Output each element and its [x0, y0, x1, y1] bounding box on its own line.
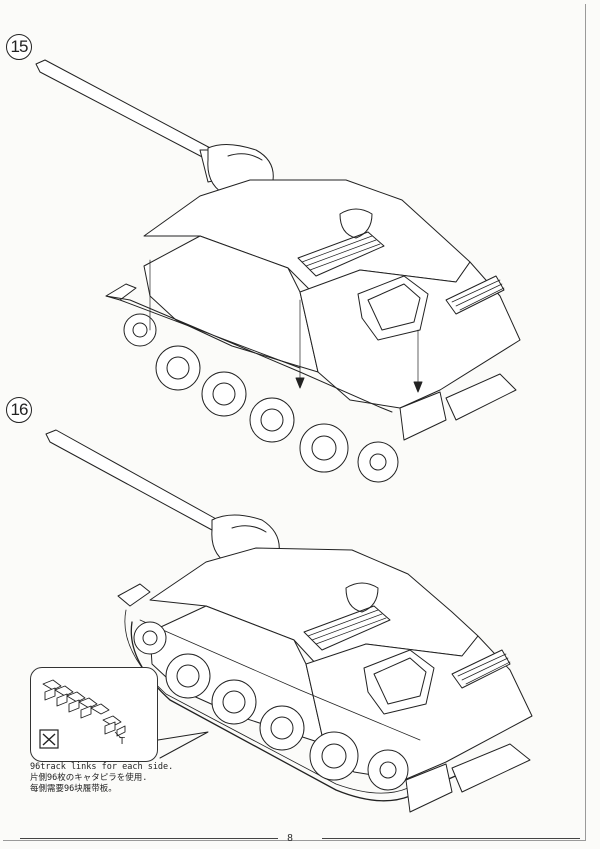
- part-letter-label: T: [119, 736, 126, 747]
- page-border: [3, 4, 586, 841]
- track-instructions: 96track links for each side. 片側96枚のキャタピラ…: [30, 762, 173, 795]
- instruction-line-ja: 片側96枚のキャタピラを使用.: [30, 773, 148, 783]
- step-15-number: 15: [6, 34, 32, 60]
- instruction-line-en: 96track links for each side.: [30, 762, 174, 772]
- page-number: 8: [287, 833, 293, 844]
- footer-divider: [20, 838, 580, 839]
- track-link-sketch-icon: [39, 679, 126, 749]
- track-callout-box: T: [30, 667, 158, 762]
- step-16-number: 16: [6, 397, 32, 423]
- instruction-line-zh: 每側需要96块履带板。: [30, 784, 117, 794]
- no-glue-symbol-icon: [39, 729, 59, 749]
